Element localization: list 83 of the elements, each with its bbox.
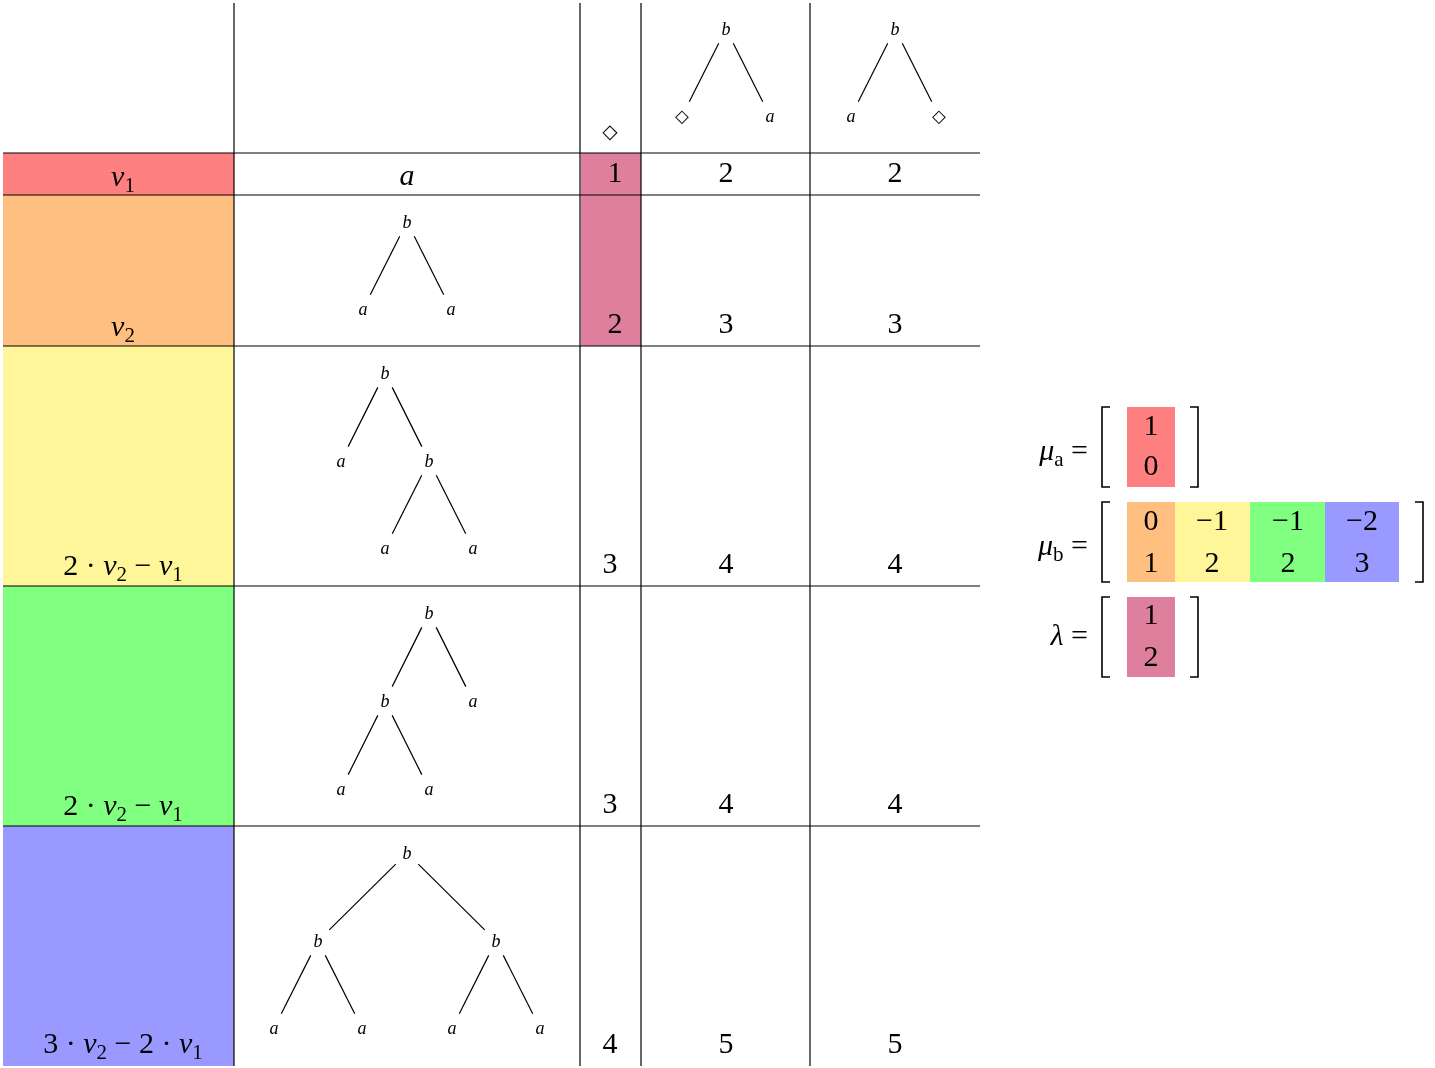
tree-branch-line xyxy=(347,714,379,776)
math-expression: 2 · v$_{2}$ − v$_{1}$ xyxy=(63,550,183,580)
tree-node-label: a xyxy=(334,452,348,470)
math-expression: a xyxy=(399,160,415,190)
value-text: 2 xyxy=(718,157,734,187)
tree-node-label: b xyxy=(400,844,414,862)
value-text: 3 xyxy=(887,308,903,338)
diamond-symbol: ◇ xyxy=(602,121,618,141)
tree-branch-line xyxy=(857,42,889,103)
tree-branch-line xyxy=(391,626,423,688)
matrix-entry: 0 xyxy=(1143,450,1159,480)
value-text: 2 xyxy=(607,308,623,338)
tree-node-label: b xyxy=(888,20,902,38)
math-expression: v$_{2}$ xyxy=(111,311,135,341)
tree-branch-line xyxy=(688,42,720,103)
value-text: 2 xyxy=(887,157,903,187)
tree-branch-line xyxy=(901,42,933,103)
matrix-entry: −2 xyxy=(1346,505,1378,535)
tree-branch-line xyxy=(435,474,467,535)
tree-branch-line xyxy=(391,474,423,535)
tree-node-label: a xyxy=(334,780,348,798)
tree-node-label: a xyxy=(445,1019,459,1037)
tree-node-label: a xyxy=(378,539,392,557)
tree-branch-line xyxy=(369,235,401,296)
tree-branch-line xyxy=(732,42,764,103)
tree-branch-line xyxy=(328,863,397,931)
tree-node-label: b xyxy=(400,213,414,231)
tree-branch-line xyxy=(413,235,445,296)
matrix-entry: 1 xyxy=(1143,547,1159,577)
tree-node-label: a xyxy=(763,107,777,125)
matrix-entry: 2 xyxy=(1143,641,1159,671)
value-text: 3 xyxy=(602,548,618,578)
tree-node-label: ◇ xyxy=(675,107,689,125)
tree-node-label: b xyxy=(378,364,392,382)
tree-node-label: a xyxy=(422,780,436,798)
value-text: 3 xyxy=(718,308,734,338)
tree-branch-line xyxy=(435,626,467,688)
tree-node-label: a xyxy=(444,300,458,318)
math-expression: v$_{1}$ xyxy=(111,161,135,191)
tree-branch-line xyxy=(502,954,534,1015)
value-text: 5 xyxy=(887,1028,903,1058)
tree-node-label: b xyxy=(719,20,733,38)
tree-branch-line xyxy=(324,954,356,1015)
tree-node-label: a xyxy=(267,1019,281,1037)
matrix-entry: 0 xyxy=(1143,505,1159,535)
value-text: 4 xyxy=(887,788,903,818)
math-expression: 2 · v$_{2}$ − v$_{1}$ xyxy=(63,790,183,820)
matrix-entry: 1 xyxy=(1143,410,1159,440)
matrix-entry: −1 xyxy=(1196,505,1228,535)
matrix-entry: 2 xyxy=(1204,547,1220,577)
tree-branch-line xyxy=(280,954,312,1015)
tree-node-label: a xyxy=(844,107,858,125)
tree-node-label: b xyxy=(422,452,436,470)
tree-node-label: ◇ xyxy=(932,107,946,125)
tree-node-label: b xyxy=(489,932,503,950)
tree-branch-line xyxy=(417,863,486,931)
math-expression: 3 · v$_{2}$ − 2 · v$_{1}$ xyxy=(43,1028,203,1058)
tree-node-label: b xyxy=(422,604,436,622)
matrix-name: λ = xyxy=(1050,620,1088,650)
value-text: 5 xyxy=(718,1028,734,1058)
matrix-entry: 1 xyxy=(1143,599,1159,629)
tree-branch-line xyxy=(391,386,423,448)
matrix-name: μ$_{b}$ = xyxy=(1038,530,1088,560)
value-text: 4 xyxy=(602,1028,618,1058)
tree-node-label: a xyxy=(466,539,480,557)
tree-node-label: b xyxy=(378,692,392,710)
value-text: 4 xyxy=(718,548,734,578)
matrix-entry: 2 xyxy=(1280,547,1296,577)
value-text: 1 xyxy=(607,157,623,187)
value-text: 3 xyxy=(602,788,618,818)
tree-node-label: a xyxy=(533,1019,547,1037)
tree-node-label: a xyxy=(355,1019,369,1037)
tree-branch-line xyxy=(458,954,490,1015)
matrix-name: μ$_{a}$ = xyxy=(1039,435,1088,465)
matrix-entry: −1 xyxy=(1272,505,1304,535)
tree-node-label: a xyxy=(356,300,370,318)
matrix-entry: 3 xyxy=(1354,547,1370,577)
tree-node-label: b xyxy=(311,932,325,950)
value-text: 4 xyxy=(718,788,734,818)
tree-branch-line xyxy=(391,714,423,776)
tree-branch-line xyxy=(347,386,379,448)
value-text: 4 xyxy=(887,548,903,578)
tree-node-label: a xyxy=(466,692,480,710)
